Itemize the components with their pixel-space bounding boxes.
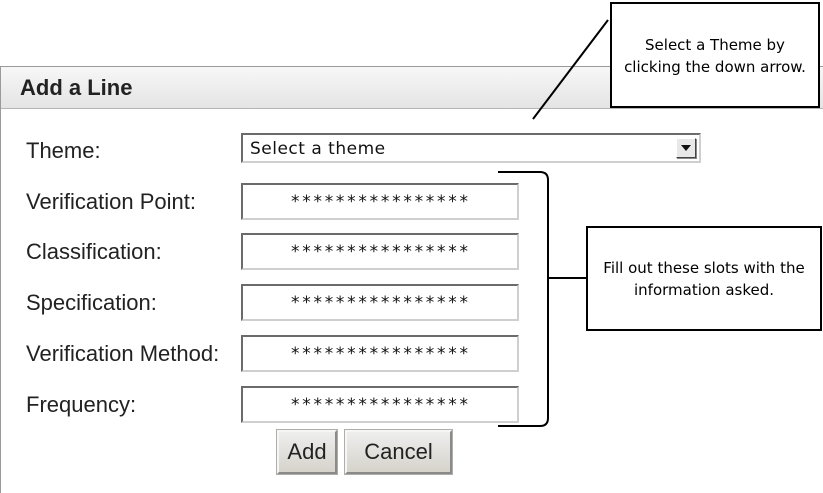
- panel-title: Add a Line: [20, 75, 133, 100]
- classification-label: Classification:: [26, 239, 162, 264]
- frequency-input[interactable]: [241, 386, 519, 423]
- specification-label: Specification:: [26, 290, 157, 315]
- slots-callout-text: Fill out these slots with the informatio…: [603, 259, 805, 299]
- verification-point-label: Verification Point:: [26, 189, 196, 214]
- slots-bracket: [498, 171, 549, 427]
- verification-point-input[interactable]: [241, 183, 519, 220]
- slots-callout: Fill out these slots with the informatio…: [586, 226, 822, 331]
- cancel-button[interactable]: Cancel: [344, 429, 453, 475]
- theme-select-value: Select a theme: [250, 139, 386, 159]
- theme-callout: Select a Theme by clicking the down arro…: [610, 2, 820, 108]
- add-button[interactable]: Add: [276, 429, 338, 475]
- classification-input[interactable]: [241, 233, 519, 270]
- frequency-label: Frequency:: [26, 392, 137, 417]
- verification-method-label: Verification Method:: [26, 341, 220, 366]
- theme-select[interactable]: Select a theme: [241, 133, 701, 163]
- theme-callout-text: Select a Theme by clicking the down arro…: [624, 36, 806, 76]
- specification-input[interactable]: [241, 284, 519, 321]
- dropdown-arrow-button[interactable]: [676, 138, 696, 158]
- chevron-down-icon: [681, 145, 691, 151]
- theme-label: Theme:: [26, 138, 101, 163]
- theme-pointer-line: [532, 19, 609, 120]
- verification-method-input[interactable]: [241, 335, 519, 372]
